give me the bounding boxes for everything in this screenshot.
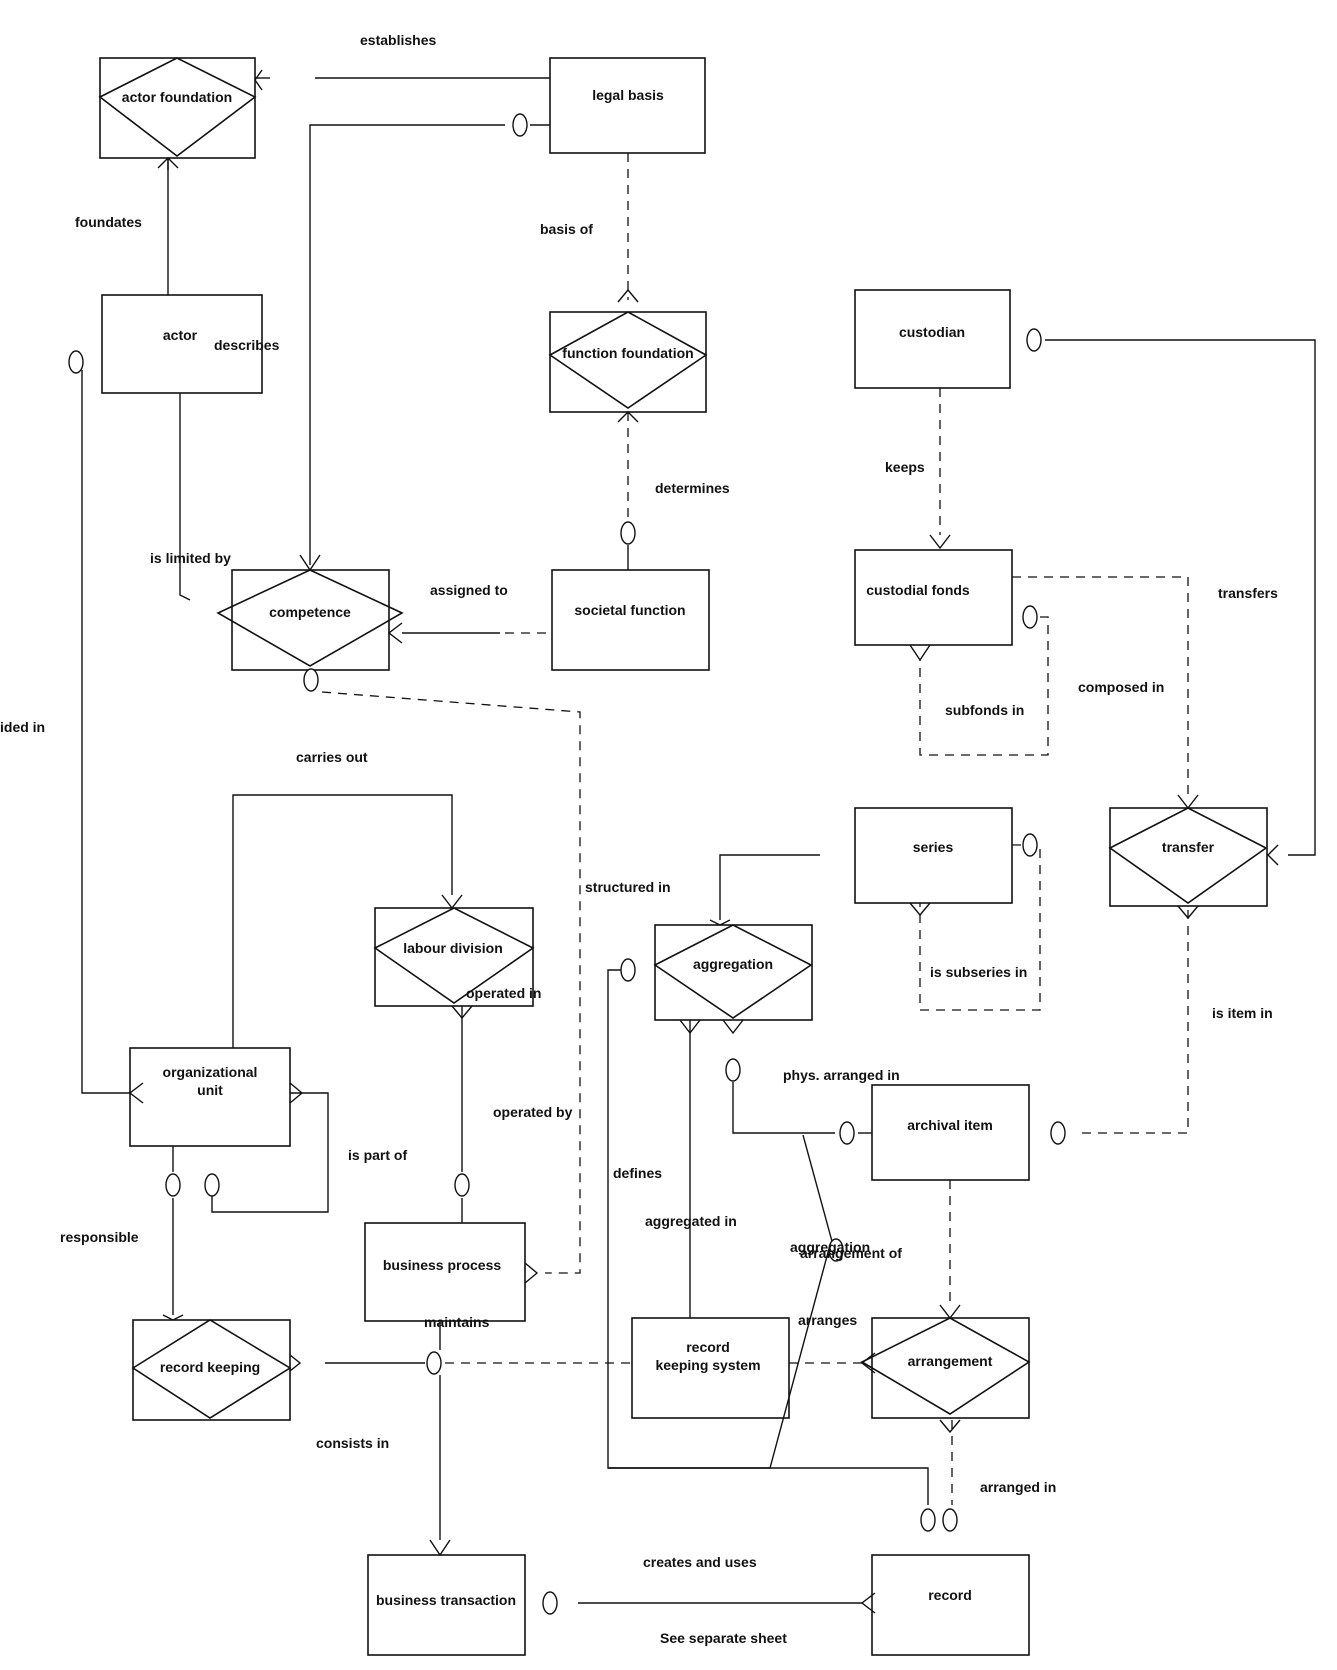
label-operated-in: operated in	[466, 985, 541, 1001]
label-basis-of: basis of	[540, 221, 593, 237]
entity-label-custodian: custodian	[899, 324, 965, 340]
entity-societal-function: societal function	[551, 569, 710, 671]
entity-labour-division: labour division	[373, 907, 535, 1007]
label-is-limited-by: is limited by	[150, 550, 231, 566]
entity-label-arrangement: arrangement	[908, 1353, 993, 1369]
label-establishes: establishes	[360, 32, 436, 48]
entity-archival-item: archival item	[871, 1084, 1030, 1181]
entity-label-societal-function: societal function	[574, 602, 685, 618]
label-subfonds-in: subfonds in	[945, 702, 1024, 718]
entity-label-custodial-fonds: custodial fonds	[866, 582, 970, 598]
entity-label-record-keeping-system-1: record	[686, 1339, 730, 1355]
entity-label-labour-division: labour division	[403, 940, 503, 956]
entity-actor: actor	[101, 294, 263, 394]
entity-record-keeping: record keeping	[131, 1319, 292, 1421]
label-carries-out: carries out	[296, 749, 368, 765]
label-aggregation-relation: aggregation	[790, 1239, 870, 1255]
crows-feet	[128, 69, 1279, 1614]
label-structured-in: structured in	[585, 879, 671, 895]
label-determines: determines	[655, 480, 730, 496]
entity-aggregation: aggregation	[653, 924, 813, 1021]
label-arrangement-of: arrangement of	[800, 1245, 902, 1261]
relationship-lines	[81, 77, 1316, 1604]
entity-custodial-fonds: custodial fonds	[854, 549, 1013, 646]
entity-label-record-keeping-system-2: keeping system	[655, 1357, 760, 1373]
footer-note: See separate sheet	[660, 1630, 787, 1646]
label-aggregated-in: aggregated in	[645, 1213, 737, 1229]
entity-business-transaction: business transaction	[367, 1554, 526, 1656]
entity-arrangement: arrangement	[860, 1317, 1031, 1419]
entity-label-aggregation: aggregation	[693, 956, 773, 972]
entity-label-series: series	[913, 839, 954, 855]
label-divided-in: ided in	[0, 719, 45, 735]
entity-label-record-keeping: record keeping	[160, 1359, 260, 1375]
entity-label-organizational-unit-2: unit	[197, 1082, 223, 1098]
label-maintains: maintains	[424, 1314, 490, 1330]
entity-label-organizational-unit-1: organizational	[163, 1064, 258, 1080]
label-is-subseries-in: is subseries in	[930, 964, 1027, 980]
label-responsible: responsible	[60, 1229, 139, 1245]
entity-label-business-transaction: business transaction	[376, 1592, 516, 1608]
entity-business-process: business process	[364, 1222, 526, 1322]
entity-label-record: record	[928, 1587, 972, 1603]
label-transfers: transfers	[1218, 585, 1278, 601]
label-creates-and-uses: creates and uses	[643, 1554, 757, 1570]
label-arranged-in: arranged in	[980, 1479, 1056, 1495]
entity-series: series	[854, 807, 1013, 904]
label-describes: describes	[214, 337, 280, 353]
entity-label-actor-foundation: actor foundation	[122, 89, 232, 105]
entity-function-foundation: function foundation	[548, 311, 708, 413]
label-is-item-in: is item in	[1212, 1005, 1273, 1021]
label-consists-in: consists in	[316, 1435, 389, 1451]
entity-label-function-foundation: function foundation	[562, 345, 693, 361]
entity-legal-basis: legal basis	[549, 57, 706, 154]
relationship-labels: establishes foundates describes basis of…	[0, 32, 1278, 1646]
label-foundates: foundates	[75, 214, 142, 230]
label-assigned-to: assigned to	[430, 582, 508, 598]
entity-label-competence: competence	[269, 604, 351, 620]
entity-label-transfer: transfer	[1162, 839, 1215, 855]
entity-label-actor: actor	[163, 327, 198, 343]
entity-transfer: transfer	[1108, 807, 1268, 907]
entity-record-keeping-system: record keeping system	[631, 1317, 790, 1419]
entity-actor-foundation: actor foundation	[98, 57, 257, 159]
label-defines: defines	[613, 1165, 662, 1181]
label-composed-in: composed in	[1078, 679, 1164, 695]
label-operated-by: operated by	[493, 1104, 573, 1120]
entity-organizational-unit: organizational unit	[129, 1047, 291, 1147]
entity-record: record	[871, 1554, 1030, 1656]
entity-competence: competence	[216, 569, 404, 671]
entity-label-archival-item: archival item	[907, 1117, 993, 1133]
label-phys-arranged-in: phys. arranged in	[783, 1067, 900, 1083]
label-arranges: arranges	[798, 1312, 857, 1328]
entity-label-business-process: business process	[383, 1257, 501, 1273]
label-is-part-of: is part of	[348, 1147, 407, 1163]
entity-custodian: custodian	[854, 289, 1011, 389]
entity-label-legal-basis: legal basis	[592, 87, 664, 103]
optional-markers	[68, 113, 1066, 1615]
label-keeps: keeps	[885, 459, 925, 475]
